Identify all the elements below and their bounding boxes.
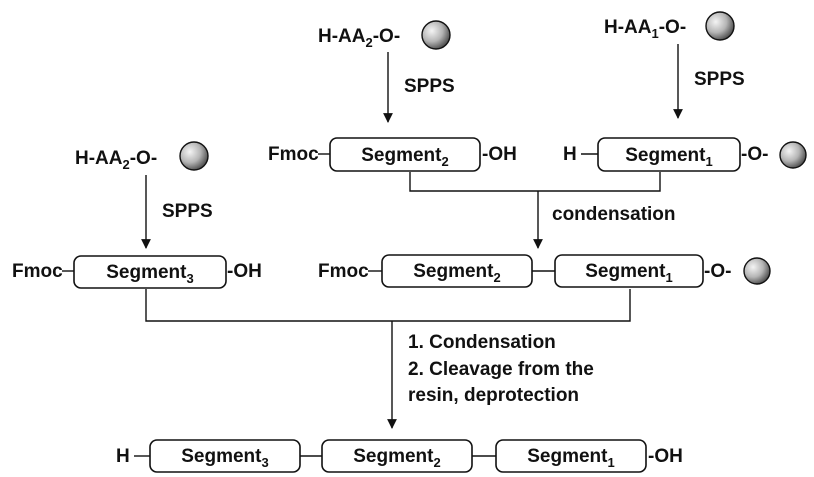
- o-linker-label: -O-: [741, 144, 768, 165]
- aa2-top-label: H-AA2-O-: [318, 26, 400, 50]
- aa1-top-label: H-AA1-O-: [604, 17, 686, 41]
- segment1-label: Segment1: [585, 261, 672, 285]
- final-step-2b: resin, deprotection: [408, 385, 579, 406]
- h-label: H: [563, 144, 577, 165]
- segment3-label: Segment3: [106, 262, 193, 286]
- segment3-label: Segment3: [181, 446, 268, 470]
- segment1-box: [597, 137, 741, 172]
- segment1-box: [554, 254, 704, 288]
- condensation-bracket: [409, 172, 661, 192]
- segment2-label: Segment2: [413, 261, 500, 285]
- final-product: H Segment3 Segment2 Segment1 -OH: [116, 439, 683, 473]
- start-material-aa1-top: H-AA1-O-: [604, 11, 735, 41]
- spps-label-seg3: SPPS: [162, 201, 213, 222]
- fmoc-label: Fmoc: [318, 261, 369, 282]
- final-step-1: 1. Condensation: [408, 332, 556, 353]
- segment1-label: Segment1: [625, 145, 712, 169]
- resin-bead-icon: [179, 141, 209, 171]
- resin-bead-icon: [705, 11, 735, 41]
- final-step-2a: 2. Cleavage from the: [408, 359, 594, 380]
- final-bracket: [145, 289, 631, 322]
- spps-label-seg1: SPPS: [694, 69, 745, 90]
- start-material-aa2-left: H-AA2-O-: [75, 141, 209, 172]
- segment1-box: [495, 439, 647, 473]
- resin-bead-icon: [421, 20, 451, 50]
- fmoc-label: Fmoc: [268, 144, 319, 165]
- oh-label: -OH: [648, 446, 683, 467]
- segment2-box: [329, 137, 481, 172]
- segment3-box: [73, 255, 227, 289]
- segment1-label: Segment1: [527, 446, 614, 470]
- fmoc-segment3-oh: Fmoc Segment3 -OH: [12, 255, 262, 289]
- aa2-left-label: H-AA2-O-: [75, 148, 157, 172]
- fmoc-segment2-segment1-resin: Fmoc Segment2 Segment1 -O-: [318, 254, 771, 288]
- o-linker-label: -O-: [704, 261, 731, 282]
- resin-bead-icon: [743, 257, 771, 285]
- segment2-label: Segment2: [361, 145, 448, 169]
- h-label: H: [116, 446, 130, 467]
- fmoc-label: Fmoc: [12, 261, 63, 282]
- condensation-label: condensation: [552, 204, 676, 225]
- fmoc-segment2-oh: Fmoc Segment2 -OH: [268, 137, 517, 172]
- spps-label-seg2: SPPS: [404, 76, 455, 97]
- oh-label: -OH: [482, 144, 517, 165]
- segment2-label: Segment2: [353, 446, 440, 470]
- oh-label: -OH: [227, 261, 262, 282]
- h-segment1-resin: H Segment1 -O-: [563, 137, 807, 172]
- resin-bead-icon: [779, 141, 807, 169]
- start-material-aa2-top: H-AA2-O-: [318, 20, 451, 50]
